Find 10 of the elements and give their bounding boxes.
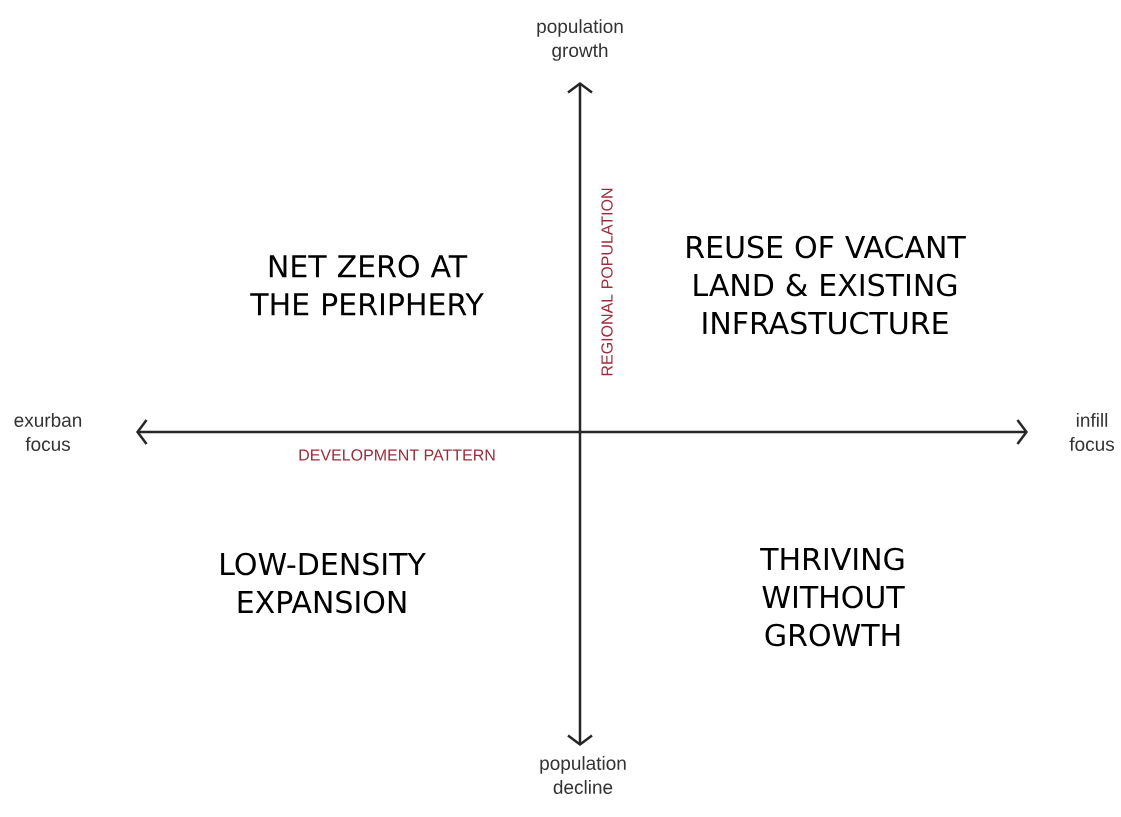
axis-title: DEVELOPMENT PATTERN — [299, 449, 495, 461]
axis-end-label: population decline — [540, 756, 626, 794]
axis-end-label: infill focus — [1069, 413, 1115, 451]
quadrant-label: NET ZERO AT THE PERIPHERY — [250, 254, 484, 316]
quadrant-label: REUSE OF VACANT LAND & EXISTING INFRASTUCTURE — [687, 235, 966, 335]
axis-title: REGIONAL POPULATION — [601, 188, 613, 376]
quadrant-label: LOW-DENSITY EXPANSION — [221, 552, 426, 614]
quadrant-label: THRIVING WITHOUT GROWTH — [760, 547, 905, 647]
axis-end-label: exurban focus — [14, 413, 82, 451]
axis-end-label: population growth — [537, 19, 623, 61]
